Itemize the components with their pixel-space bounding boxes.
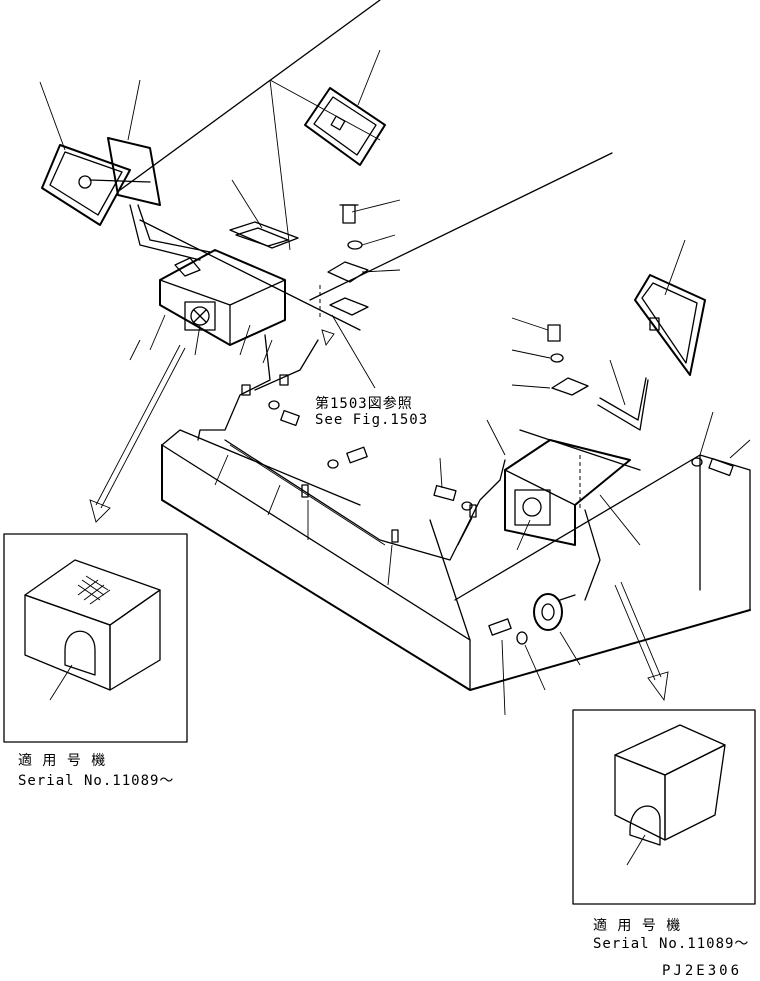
left-mirror [41, 137, 211, 261]
drawing-code: PJ2E306 [662, 963, 743, 979]
body-outline [119, 0, 751, 691]
right-inset-applicable-label: 適 用 号 機 [593, 918, 682, 934]
right-inset-serial: Serial No.11089～ [593, 936, 750, 952]
leader-lines [39, 49, 751, 716]
wiring [197, 334, 601, 601]
right-mirror [597, 274, 706, 431]
left-lamp-housing [159, 249, 286, 346]
top-mirror [304, 87, 386, 166]
figure-reference-en: See Fig.1503 [315, 412, 429, 428]
hardware [229, 204, 734, 645]
left-inset-serial: Serial No.11089～ [18, 773, 175, 789]
left-inset-applicable-label: 適 用 号 機 [18, 753, 107, 769]
left-inset [3, 533, 188, 743]
figure-reference-jp: 第1503図参照 [315, 396, 413, 412]
right-lamp-housing [504, 429, 641, 546]
right-inset [572, 709, 756, 905]
inset-arrows [89, 329, 669, 702]
